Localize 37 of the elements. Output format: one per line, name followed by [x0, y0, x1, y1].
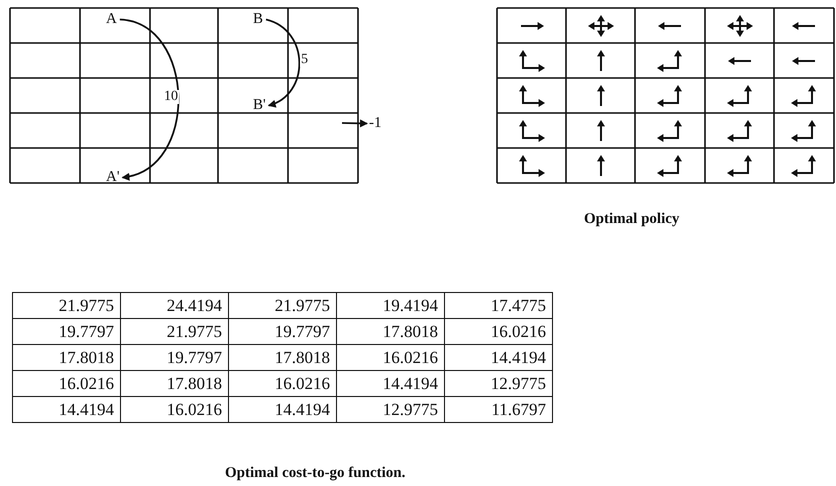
table-cell: 24.4194 [120, 292, 228, 318]
table-cell: 14.4194 [336, 370, 444, 396]
table-cell: 14.4194 [12, 396, 120, 422]
table-cell: 12.9775 [336, 396, 444, 422]
table-cell: 19.7797 [228, 318, 336, 344]
table-cell: 16.0216 [228, 370, 336, 396]
table-cell: 19.7797 [120, 344, 228, 370]
state-label: B' [253, 98, 266, 113]
arrow [120, 18, 180, 180]
table-cell: 16.0216 [444, 318, 552, 344]
arrow [266, 18, 300, 107]
reward-label: -1 [369, 116, 382, 131]
table-cell: 17.4775 [444, 292, 552, 318]
caption: Optimal policy [584, 211, 680, 228]
arrow [342, 119, 368, 128]
table-cell: 11.6797 [444, 396, 552, 422]
state-label: B [253, 12, 264, 27]
state-label: A [106, 12, 117, 27]
table-cell: 17.8018 [120, 370, 228, 396]
table-cell: 14.4194 [444, 344, 552, 370]
table-cell: 17.8018 [336, 318, 444, 344]
table-cell: 16.0216 [12, 370, 120, 396]
table-cell: 21.9775 [228, 292, 336, 318]
caption: Optimal cost-to-go function. [225, 465, 406, 482]
table-cell: 21.9775 [12, 292, 120, 318]
table-cell: 16.0216 [336, 344, 444, 370]
state-label: A' [106, 170, 120, 185]
table-cell: 21.9775 [120, 318, 228, 344]
table-cell: 14.4194 [228, 396, 336, 422]
table-cell: 17.8018 [12, 344, 120, 370]
edge-label: 5 [300, 53, 309, 67]
table-cell: 16.0216 [120, 396, 228, 422]
table-cell: 19.4194 [336, 292, 444, 318]
table-cell: 12.9775 [444, 370, 552, 396]
table-cell: 17.8018 [228, 344, 336, 370]
edge-label: 10 [163, 90, 179, 104]
table-cell: 19.7797 [12, 318, 120, 344]
